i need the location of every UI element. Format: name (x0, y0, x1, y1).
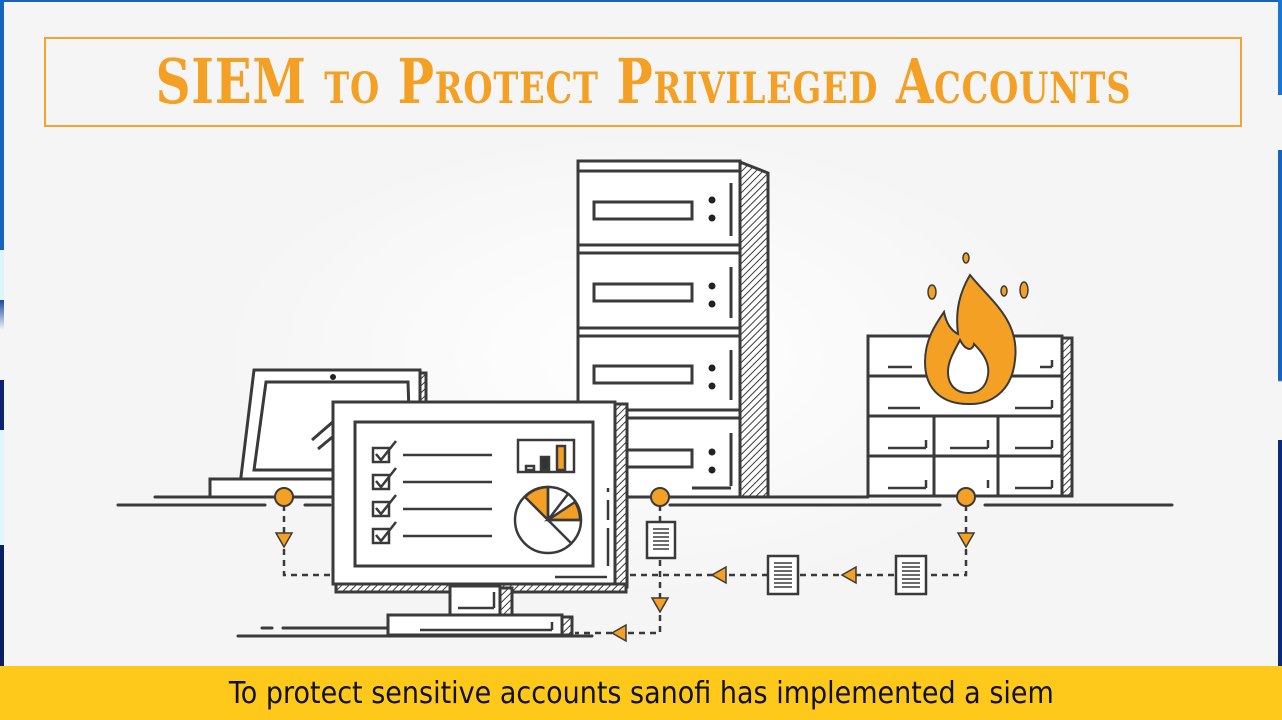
slide-title: SIEM to Protect Privileged Accounts (155, 45, 1131, 118)
window-top-border (0, 0, 1282, 2)
caption-bar: To protect sensitive accounts sanofi has… (0, 666, 1282, 720)
caption-text: To protect sensitive accounts sanofi has… (228, 675, 1054, 711)
flame-icon (923, 252, 1029, 406)
siem-illustration (116, 140, 1174, 643)
window-right-border (1278, 0, 1282, 666)
checklist-icon (371, 440, 492, 545)
title-box: SIEM to Protect Privileged Accounts (44, 37, 1242, 127)
slide: SIEM to Protect Privileged Accounts (2, 2, 1278, 666)
pie-chart-icon (513, 485, 583, 555)
desktop-monitor-icon (331, 400, 629, 637)
firewall-icon (866, 252, 1074, 498)
log-document-icon (645, 520, 928, 596)
bar-chart-icon (516, 438, 576, 474)
connection-node-icon (274, 487, 976, 507)
flow-arrow-icon (274, 532, 976, 643)
window-left-border (0, 0, 4, 666)
